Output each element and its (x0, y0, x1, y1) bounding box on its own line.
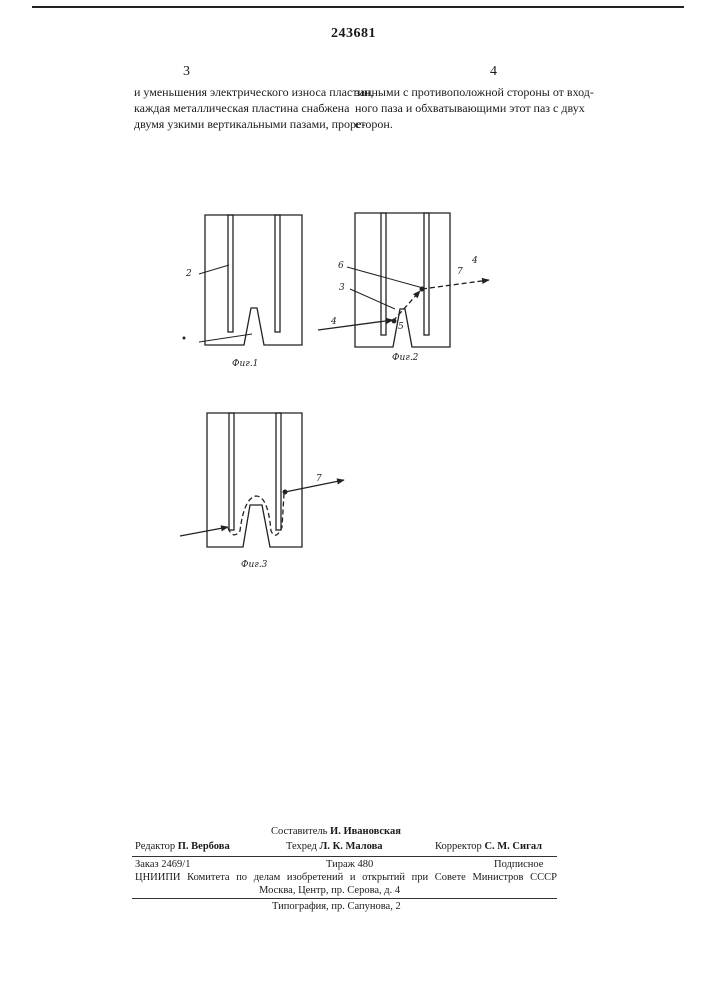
compiler-label: Составитель (271, 826, 327, 837)
techred-name: Л. К. Малова (320, 841, 383, 852)
fig1-caption: Фиг.1 (232, 359, 258, 369)
editor-name: П. Вербова (178, 841, 230, 852)
fig3-label-7: 7 (316, 474, 322, 484)
corrector-name: С. М. Сигал (484, 841, 542, 852)
compiler-line: Составитель И. Ивановская (271, 826, 401, 837)
fig2-label-6: 6 (338, 261, 344, 271)
fig2-label-3: 3 (339, 283, 345, 293)
compiler-name: И. Ивановская (330, 826, 401, 837)
order-number: Заказ 2469/1 (135, 859, 190, 870)
credits-rule-bottom (132, 898, 557, 899)
fig2-label-4-right: 4 (471, 256, 478, 266)
circulation: Тираж 480 (326, 859, 373, 870)
corrector-line: Корректор С. М. Сигал (435, 841, 542, 852)
editor-label: Редактор (135, 841, 175, 852)
techred-line: Техред Л. К. Малова (286, 841, 383, 852)
fig2-label-4-left: 4 (330, 317, 337, 327)
editor-line: Редактор П. Вербова (135, 841, 230, 852)
fig1-plate (183, 215, 302, 345)
subscription: Подписное (494, 859, 543, 870)
fig2-caption: Фиг.2 (392, 353, 419, 363)
fig1-label-2: 2 (185, 269, 192, 279)
fig2-label-7: 7 (457, 267, 463, 277)
credits-rule-top (132, 856, 557, 857)
fig2-label-5: 5 (398, 322, 404, 332)
address: Москва, Центр, пр. Серова, д. 4 (259, 885, 400, 896)
printing-house: Типография, пр. Сапунова, 2 (272, 901, 401, 912)
fig3-caption: Фиг.3 (241, 560, 268, 570)
corrector-label: Корректор (435, 841, 482, 852)
techred-label: Техред (286, 841, 317, 852)
institute: ЦНИИПИ Комитета по делам изобретений и о… (135, 872, 557, 883)
